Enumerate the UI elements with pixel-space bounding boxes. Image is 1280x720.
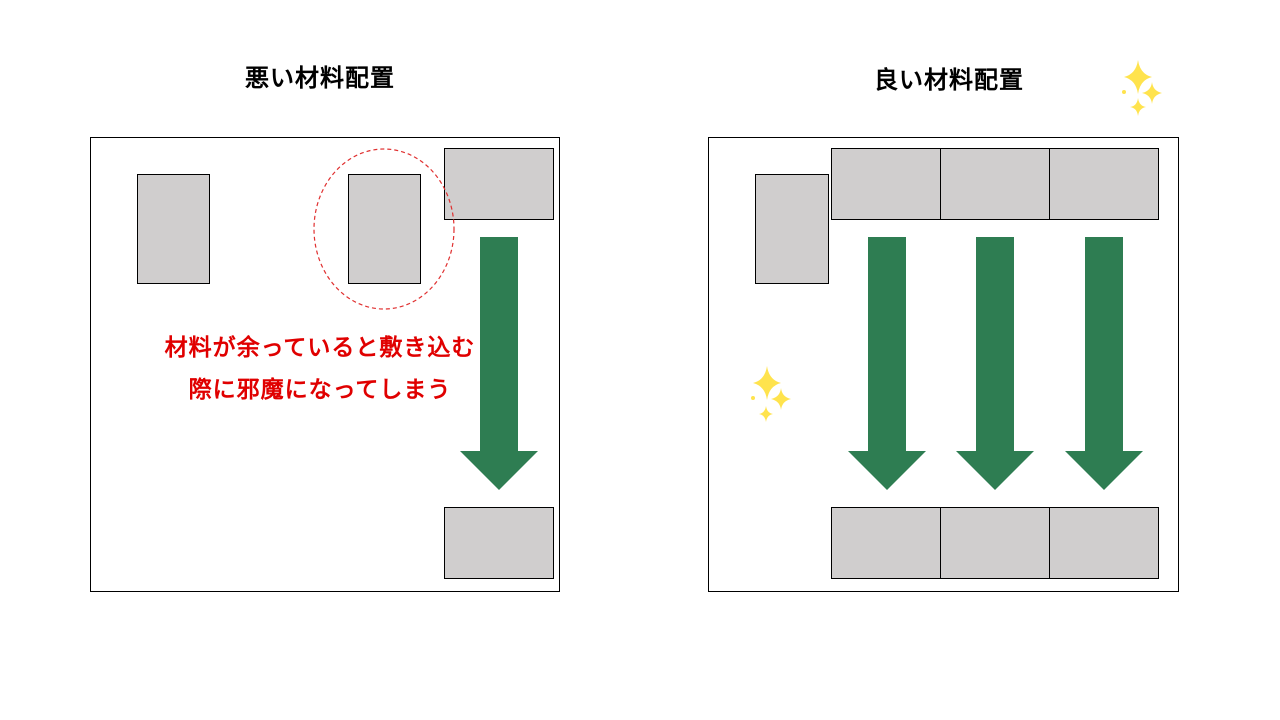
sparkle-icon bbox=[751, 366, 791, 422]
material-block-top-2 bbox=[940, 148, 1050, 220]
bad-layout-panel: 材料が余っていると敷き込む 際に邪魔になってしまう bbox=[90, 137, 560, 592]
warning-note: 材料が余っていると敷き込む 際に邪魔になってしまう bbox=[128, 327, 512, 411]
arrow-down-icon bbox=[848, 237, 926, 490]
sparkle-icon bbox=[1122, 60, 1162, 116]
material-block bbox=[755, 174, 829, 284]
material-block bbox=[444, 507, 554, 579]
material-block bbox=[137, 174, 210, 284]
material-block bbox=[444, 148, 554, 220]
arrow-down-icon bbox=[956, 237, 1034, 490]
good-layout-panel bbox=[708, 137, 1179, 592]
warning-note-line1: 材料が余っていると敷き込む bbox=[164, 335, 476, 361]
excess-highlight-circle bbox=[313, 148, 455, 310]
material-block-excess bbox=[348, 174, 421, 284]
material-block-top-3 bbox=[1049, 148, 1159, 220]
bad-layout-title: 悪い材料配置 bbox=[245, 64, 395, 92]
material-block-bottom-1 bbox=[831, 507, 941, 579]
arrow-down-icon bbox=[460, 237, 538, 490]
material-block-bottom-3 bbox=[1049, 507, 1159, 579]
material-block-bottom-2 bbox=[940, 507, 1050, 579]
warning-note-line2: 際に邪魔になってしまう bbox=[188, 377, 452, 403]
arrow-down-icon bbox=[1065, 237, 1143, 490]
material-block-top-1 bbox=[831, 148, 941, 220]
good-layout-title: 良い材料配置 bbox=[874, 66, 1024, 94]
